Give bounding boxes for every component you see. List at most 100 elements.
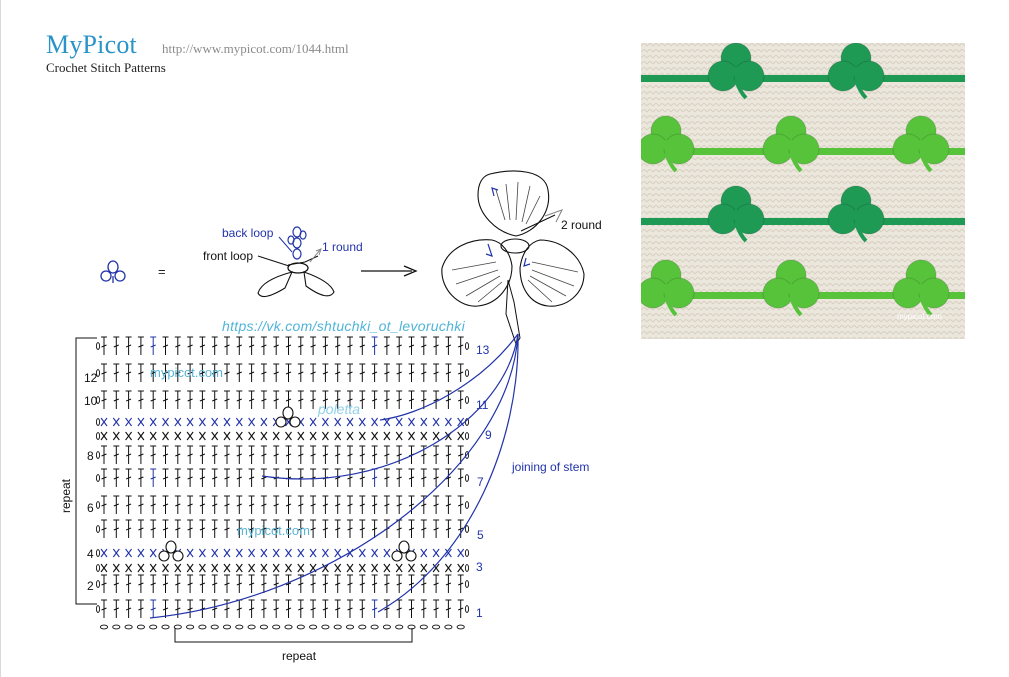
dc-stitch bbox=[162, 495, 169, 514]
dc-stitch bbox=[137, 363, 144, 382]
dc-stitch bbox=[297, 468, 304, 487]
chain-stitch bbox=[210, 624, 219, 630]
repeat-label-vertical: repeat bbox=[59, 478, 73, 513]
dc-stitch bbox=[248, 363, 255, 382]
sc-stitch bbox=[285, 548, 292, 558]
dc-stitch bbox=[297, 519, 304, 538]
dc-stitch bbox=[113, 336, 120, 355]
dc-stitch bbox=[162, 445, 169, 464]
chain-stitch bbox=[309, 624, 318, 630]
dc-stitch bbox=[174, 599, 181, 618]
dc-stitch bbox=[310, 390, 317, 409]
dc-stitch bbox=[260, 336, 267, 355]
source-url[interactable]: http://www.mypicot.com/1044.html bbox=[162, 41, 349, 56]
dc-stitch bbox=[137, 574, 144, 593]
row-number-6: 6 bbox=[87, 501, 94, 515]
turning-chain bbox=[464, 549, 470, 557]
sc-stitch bbox=[285, 431, 292, 441]
shamrock-stem bbox=[919, 296, 933, 317]
sc-stitch bbox=[260, 548, 268, 558]
sc-stitch bbox=[100, 563, 108, 573]
repeat-bracket-horizontal bbox=[174, 628, 413, 643]
dc-stitch bbox=[199, 336, 206, 355]
turning-chain bbox=[95, 432, 101, 440]
dc-stitch bbox=[322, 363, 329, 382]
dc-stitch bbox=[260, 363, 267, 382]
dc-stitch bbox=[137, 445, 144, 464]
dc-stitch bbox=[211, 445, 218, 464]
vk-url-watermark[interactable]: https://vk.com/shtuchki_ot_levoruchki bbox=[222, 318, 466, 334]
dc-stitch bbox=[236, 390, 243, 409]
chain-stitch bbox=[456, 624, 465, 630]
dc-stitch bbox=[445, 495, 452, 514]
sc-stitch bbox=[321, 431, 329, 441]
sc-stitch bbox=[371, 563, 379, 573]
sc-stitch bbox=[149, 431, 157, 441]
dc-stitch bbox=[297, 445, 304, 464]
dc-stitch bbox=[322, 390, 329, 409]
sc-stitch bbox=[211, 417, 219, 427]
dc-stitch bbox=[273, 495, 280, 514]
dc-stitch bbox=[236, 599, 243, 618]
dc-stitch bbox=[433, 336, 440, 355]
brand-logo[interactable]: MyPicot bbox=[46, 30, 137, 59]
sc-stitch bbox=[223, 431, 231, 441]
sc-stitch bbox=[162, 417, 169, 427]
dc-stitch bbox=[137, 519, 144, 538]
sc-stitch bbox=[211, 431, 219, 441]
dc-stitch bbox=[285, 390, 292, 409]
dc-stitch bbox=[285, 363, 292, 382]
dc-stitch bbox=[396, 336, 403, 355]
dc-stitch bbox=[113, 519, 120, 538]
dc-stitch bbox=[359, 519, 366, 538]
sc-stitch bbox=[457, 431, 465, 441]
dc-stitch bbox=[150, 599, 157, 618]
dc-stitch bbox=[310, 363, 317, 382]
dc-stitch bbox=[125, 445, 132, 464]
dc-stitch bbox=[137, 390, 144, 409]
sc-stitch bbox=[248, 417, 256, 427]
dc-stitch bbox=[174, 519, 181, 538]
sc-stitch bbox=[395, 563, 403, 573]
stitch-grid bbox=[95, 336, 470, 630]
site-tagline: Crochet Stitch Patterns bbox=[46, 60, 166, 75]
dc-stitch bbox=[248, 390, 255, 409]
round-1-label: 1 round bbox=[322, 240, 363, 254]
dc-stitch bbox=[224, 599, 230, 618]
shamrock-center bbox=[851, 67, 861, 77]
dc-stitch bbox=[334, 599, 341, 618]
sc-stitch bbox=[125, 417, 133, 427]
shamrock-center bbox=[851, 210, 861, 220]
turning-chain bbox=[95, 501, 101, 509]
dc-stitch bbox=[224, 336, 230, 355]
dc-stitch bbox=[273, 390, 280, 409]
chain-stitch bbox=[382, 624, 391, 630]
sc-stitch bbox=[260, 563, 268, 573]
dc-stitch bbox=[322, 445, 329, 464]
dc-stitch bbox=[162, 599, 169, 618]
dc-stitch bbox=[457, 336, 464, 355]
dc-stitch bbox=[334, 445, 341, 464]
dc-stitch bbox=[297, 495, 304, 514]
sc-stitch bbox=[395, 417, 403, 427]
turning-chain bbox=[95, 549, 101, 557]
turning-chain bbox=[95, 451, 101, 459]
dc-stitch bbox=[199, 363, 206, 382]
dc-stitch bbox=[371, 468, 378, 487]
photo-illustration: mypicot.com bbox=[641, 43, 965, 339]
dc-stitch bbox=[285, 574, 292, 593]
sc-stitch bbox=[235, 563, 243, 573]
dc-stitch bbox=[445, 336, 452, 355]
dc-stitch bbox=[187, 495, 194, 514]
dc-stitch bbox=[125, 336, 132, 355]
dc-stitch bbox=[187, 363, 194, 382]
dc-stitch bbox=[236, 445, 243, 464]
sc-stitch bbox=[432, 431, 440, 441]
dc-stitch bbox=[433, 599, 440, 618]
dc-stitch bbox=[260, 574, 267, 593]
dc-stitch bbox=[174, 390, 181, 409]
sc-stitch bbox=[297, 563, 305, 573]
sc-stitch bbox=[444, 563, 452, 573]
chain-stitch bbox=[284, 624, 293, 630]
dc-stitch bbox=[334, 468, 341, 487]
